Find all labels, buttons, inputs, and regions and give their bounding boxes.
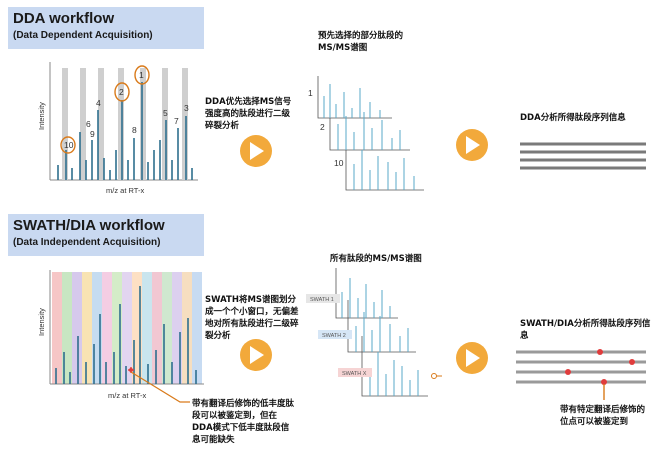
ptm-site-icon xyxy=(565,349,635,385)
dda-peak-label: 1 xyxy=(139,70,144,80)
dda-peak-label: 7 xyxy=(174,116,179,126)
dda-peak-label: 9 xyxy=(90,129,95,139)
swath-title-box xyxy=(8,214,204,256)
dda-peaks xyxy=(57,82,193,180)
swath-result-sequences xyxy=(516,349,646,400)
dda-spectrum: 10 6 9 4 2 1 8 5 3 7 Intensity m/z at RT… xyxy=(37,62,198,195)
swath-spectra-title: 所有肽段的MS/MS谱图 xyxy=(330,254,422,264)
swath-peaks xyxy=(55,286,197,384)
dda-peak-label: 8 xyxy=(132,125,137,135)
dda-subtitle: (Data Dependent Acquisition) xyxy=(13,30,153,41)
dda-peak-label: 3 xyxy=(184,103,189,113)
dda-spectrum-label: 2 xyxy=(320,122,325,132)
dda-result-text: DDA分析所得肽段序列信息 xyxy=(520,113,626,123)
arrow-icon xyxy=(456,342,488,374)
swath-note-right: 带有特定翻译后修饰的位点可以被鉴定到 xyxy=(560,405,646,427)
swath-window-label: SWATH 2 xyxy=(322,333,346,339)
dda-peak-label: 10 xyxy=(64,140,74,150)
arrow-icon xyxy=(240,339,272,371)
swath-note-left: 带有翻译后修饰的低丰度肽段可以被鉴定到，但在DDA模式下低丰度肽段信息可能缺失 xyxy=(192,399,295,445)
arrow-icon xyxy=(456,129,488,161)
arrow-icon xyxy=(240,135,272,167)
swath-title: SWATH/DIA workflow xyxy=(13,217,165,234)
dda-x-axis-label: m/z at RT-x xyxy=(106,186,144,195)
dda-peak-label: 2 xyxy=(119,87,124,97)
swath-window-label: SWATH X xyxy=(342,371,367,377)
ptm-marker-icon xyxy=(431,373,442,379)
swath-spectrum: Intensity m/z at RT-x xyxy=(37,270,204,403)
dda-peak-label: 4 xyxy=(96,98,101,108)
dda-msms-spectra: 1 2 10 xyxy=(308,76,424,191)
dda-title-box xyxy=(8,7,204,49)
dda-title: DDA workflow xyxy=(13,10,115,27)
swath-window-label: SWATH 1 xyxy=(310,297,334,303)
dda-step1-text: DDA优先选择MS信号强度高的肽段进行二级碎裂分析 xyxy=(205,97,292,131)
swath-subtitle: (Data Independent Acquisition) xyxy=(13,237,161,248)
swath-x-axis-label: m/z at RT-x xyxy=(108,391,146,400)
dda-peak-label: 5 xyxy=(163,108,168,118)
dda-peak-label: 6 xyxy=(86,119,91,129)
swath-result-text: SWATH/DIA分析所得肽段序列信息 xyxy=(520,319,651,341)
ptm-marker-icon xyxy=(128,367,134,373)
swath-msms-spectra: SWATH 1 SWATH 2 SWATH X xyxy=(306,268,442,397)
swath-y-axis-label: Intensity xyxy=(37,308,46,336)
dda-y-axis-label: Intensity xyxy=(37,102,46,130)
dda-spectra-title: 预先选择的部分肽段的MS/MS谱图 xyxy=(318,31,404,53)
dda-spectrum-label: 10 xyxy=(334,158,344,168)
dda-spectrum-label: 1 xyxy=(308,88,313,98)
swath-step1-text: SWATH将MS谱图划分成一个个小窗口，无偏差地对所有肽段进行二级碎裂分析 xyxy=(205,295,299,341)
dda-result-sequences xyxy=(520,142,646,170)
